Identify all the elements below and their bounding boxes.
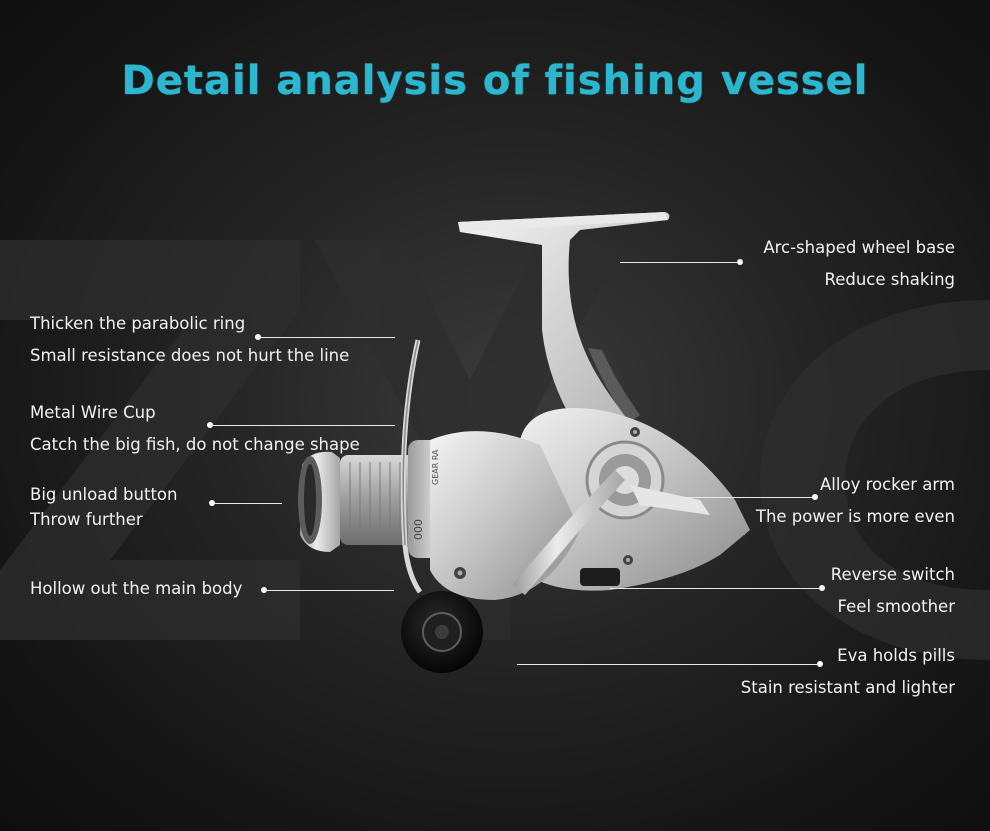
callout-line — [517, 664, 820, 665]
callout-rocker-arm-title: Alloy rocker arm — [820, 475, 955, 494]
callout-reverse-switch-title: Reverse switch — [830, 565, 955, 584]
fishing-reel-image: 000 GEAR RA — [298, 212, 750, 673]
reel-gear-text: GEAR RA — [431, 449, 440, 485]
callout-dot — [819, 585, 825, 591]
callout-wheel-base-title: Arc-shaped wheel base — [763, 238, 955, 257]
callout-wire-cup-title: Metal Wire Cup — [30, 403, 156, 422]
callout-dot — [737, 259, 743, 265]
reel-model-text: 000 — [412, 519, 425, 540]
callout-unload-button-title: Big unload button — [30, 485, 178, 504]
callout-wheel-base-desc: Reduce shaking — [824, 270, 955, 289]
callout-eva-knob-title: Eva holds pills — [837, 646, 955, 665]
page-title: Detail analysis of fishing vessel — [121, 58, 869, 104]
callout-line — [210, 425, 395, 426]
callout-dot — [812, 494, 818, 500]
callout-rocker-arm-desc: The power is more even — [755, 507, 955, 526]
callout-unload-button-desc: Throw further — [30, 510, 143, 529]
callout-reverse-switch-desc: Feel smoother — [837, 597, 955, 616]
callout-line — [212, 503, 282, 504]
callout-main-body-title: Hollow out the main body — [30, 579, 243, 598]
callout-parabolic-ring-desc: Small resistance does not hurt the line — [30, 346, 350, 365]
callout-eva-knob-desc: Stain resistant and lighter — [740, 678, 955, 697]
callout-dot — [817, 661, 823, 667]
callout-wire-cup-desc: Catch the big fish, do not change shape — [30, 435, 360, 454]
callout-line — [264, 590, 394, 591]
callout-line — [610, 588, 822, 589]
callout-parabolic-ring-title: Thicken the parabolic ring — [30, 314, 246, 333]
callout-line — [660, 497, 815, 498]
callout-line — [258, 337, 395, 338]
callout-line — [620, 262, 740, 263]
